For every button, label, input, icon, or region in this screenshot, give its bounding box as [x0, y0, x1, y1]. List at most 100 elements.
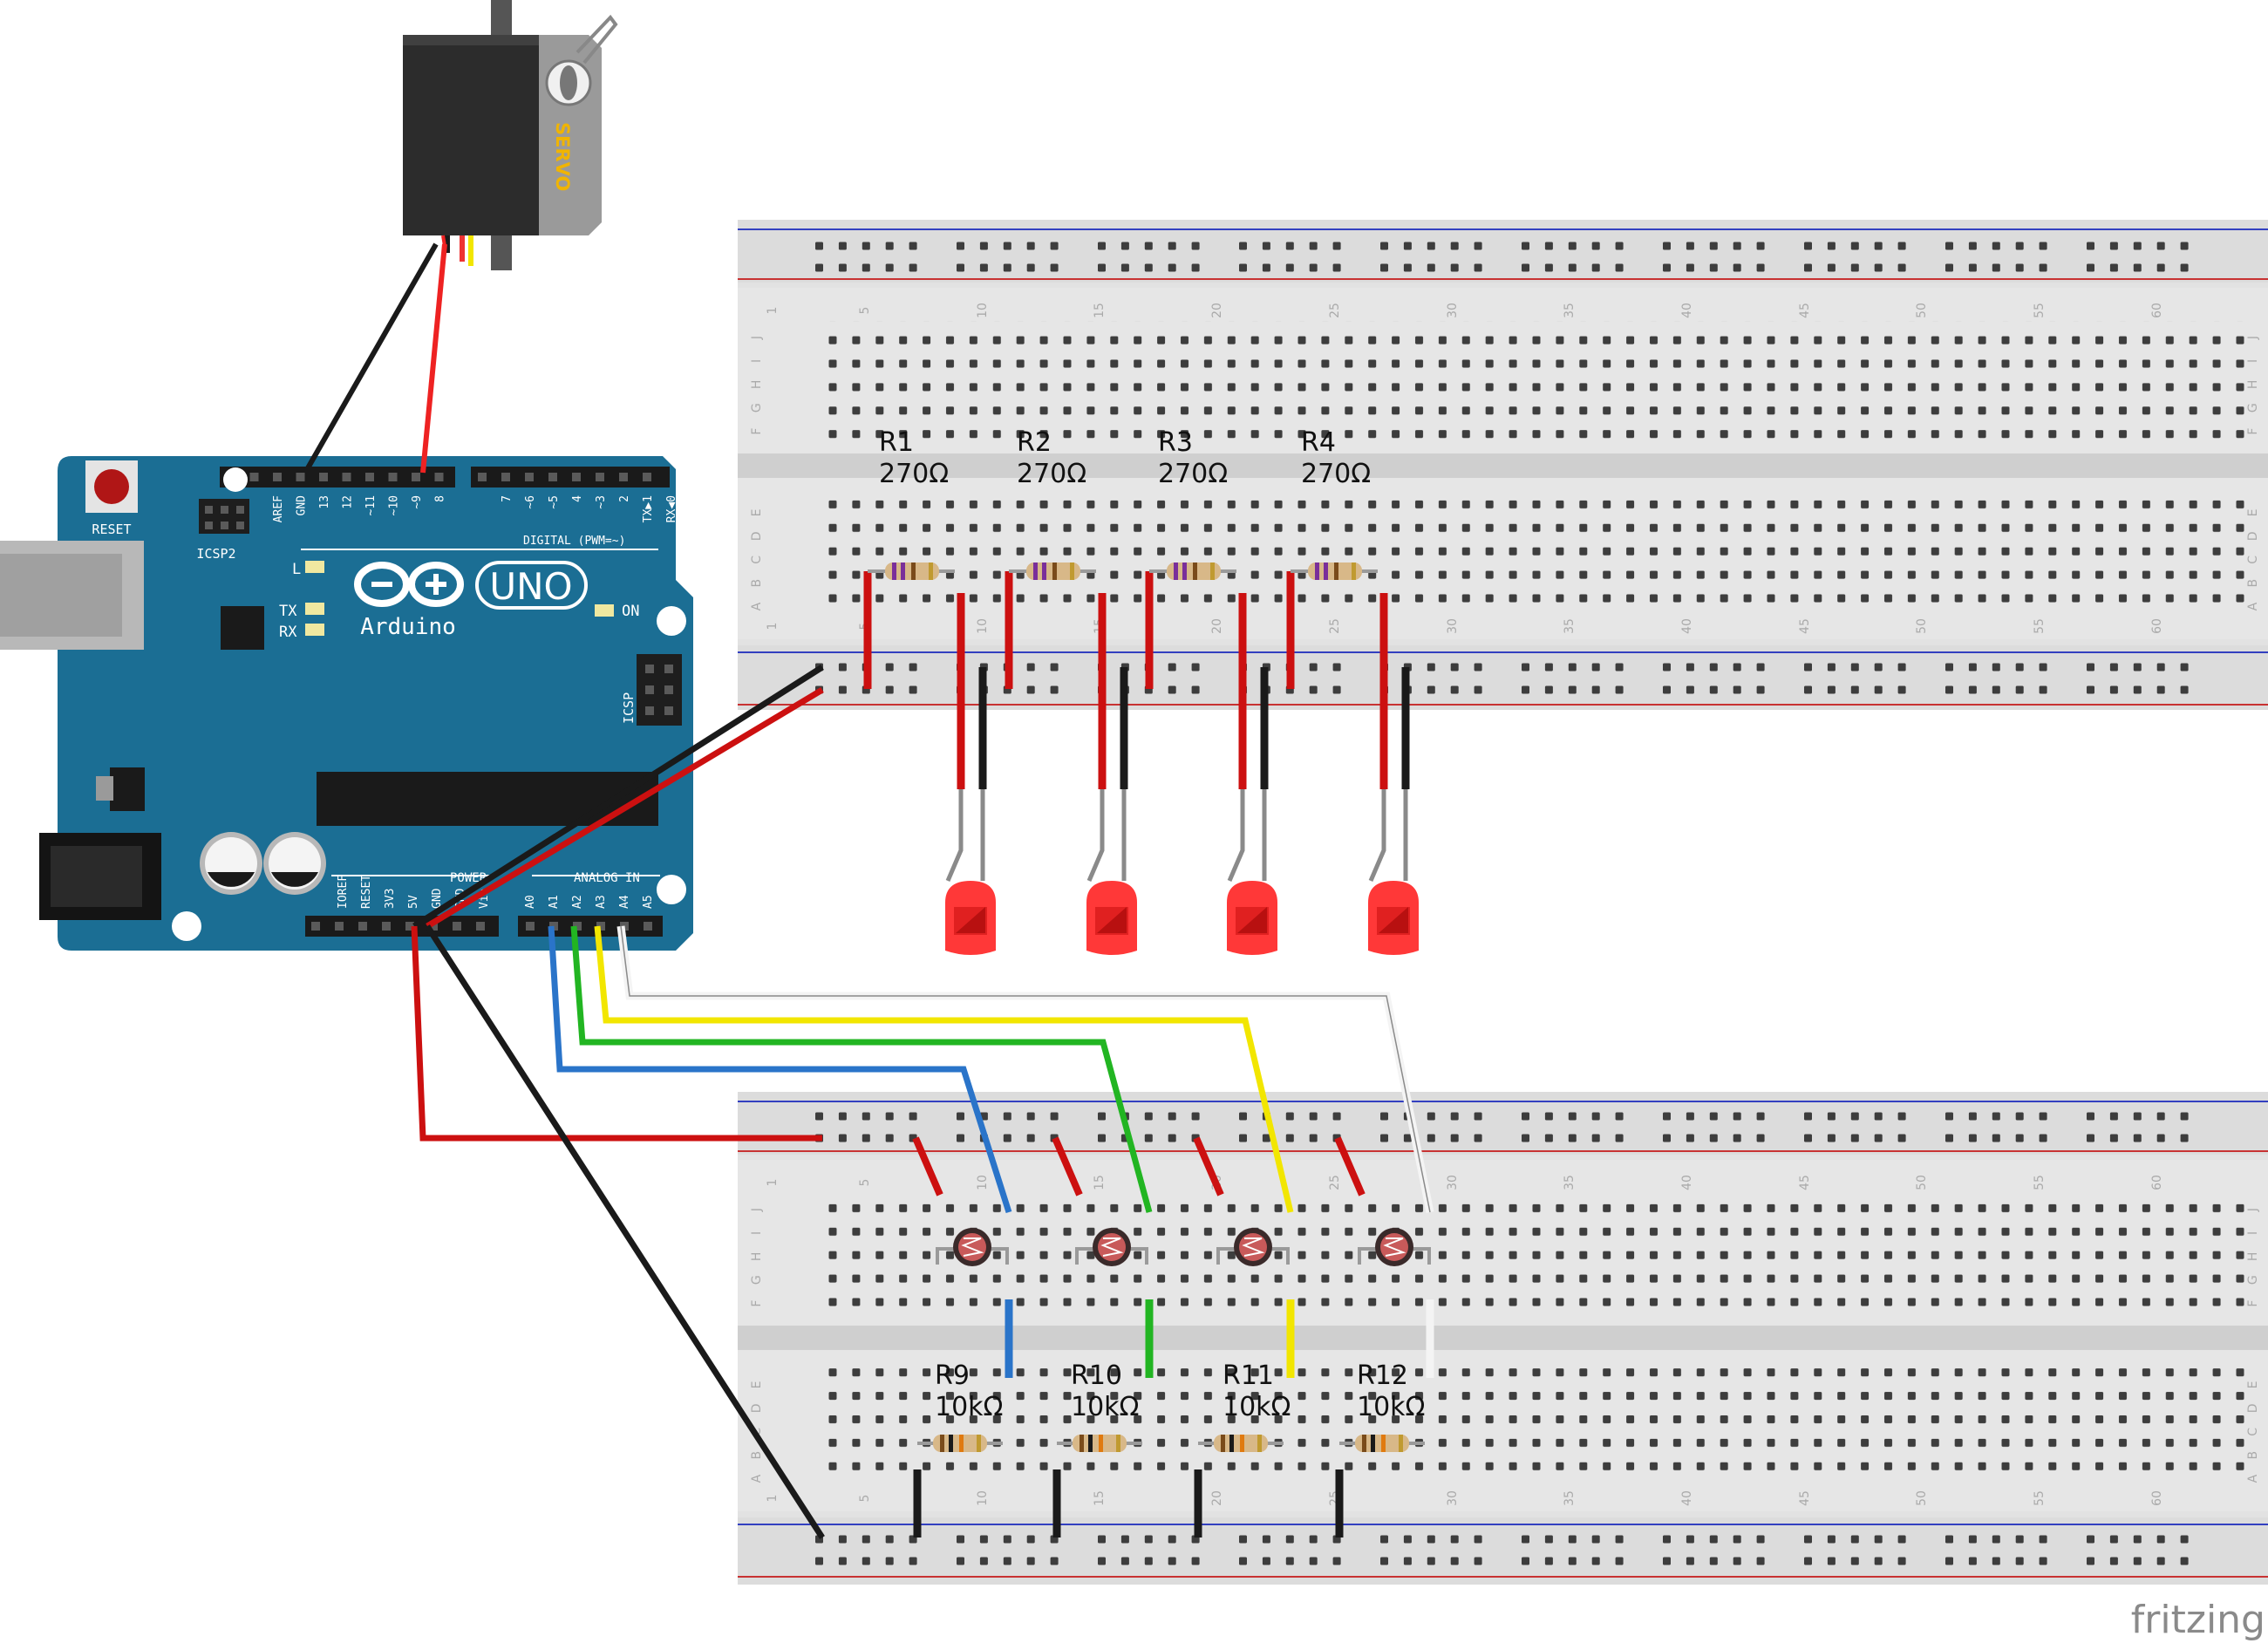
- rail-hole: [1050, 263, 1059, 272]
- column-number: 10: [976, 1490, 990, 1506]
- rail-hole: [1262, 242, 1270, 250]
- rail-hole: [1968, 1535, 1977, 1544]
- rail-hole: [1309, 263, 1318, 272]
- rail-hole: [1168, 1112, 1176, 1121]
- rail-hole: [1850, 663, 1859, 672]
- rail-hole: [1874, 1557, 1883, 1565]
- row-letter: J: [2246, 1208, 2260, 1212]
- rail-hole: [862, 1535, 870, 1544]
- rail-hole: [1474, 685, 1482, 694]
- rail-hole: [909, 242, 917, 250]
- rail-hole: [1874, 1535, 1883, 1544]
- rail-hole: [1050, 1112, 1059, 1121]
- rail-hole: [1850, 1112, 1859, 1121]
- brand-label: Arduino: [360, 614, 456, 640]
- header-power: [305, 916, 499, 937]
- column-number: 15: [1093, 1175, 1107, 1190]
- row-letter: J: [750, 1208, 764, 1212]
- column-number: 10: [976, 618, 990, 634]
- rail-hole: [1686, 1112, 1694, 1121]
- row-letter: B: [2246, 1451, 2260, 1460]
- rail-hole: [1098, 1134, 1106, 1142]
- bottom-components: [912, 1136, 1431, 1538]
- rail-hole: [1756, 1557, 1765, 1565]
- rail-hole: [2015, 242, 2024, 250]
- header-pin: [249, 473, 259, 481]
- rail-hole: [909, 1112, 917, 1121]
- header-pin: [643, 473, 651, 481]
- column-number: 15: [1093, 1490, 1107, 1506]
- rail-hole: [909, 685, 917, 694]
- rail-hole: [1615, 1557, 1624, 1565]
- rail-hole: [838, 242, 847, 250]
- pin-label: 3V3: [384, 889, 397, 909]
- rail-hole: [1522, 663, 1529, 672]
- led-l: [305, 561, 324, 573]
- pin-label: A5: [642, 895, 655, 909]
- header-pin: [645, 706, 654, 715]
- rail-hole: [2087, 1535, 2094, 1544]
- digital-label: DIGITAL (PWM=~): [523, 535, 625, 548]
- rail-hole: [2039, 242, 2047, 250]
- rail-hole: [1686, 663, 1694, 672]
- rail-hole: [2156, 263, 2165, 272]
- rail-hole: [1450, 1134, 1459, 1142]
- row-letter: D: [750, 532, 764, 542]
- rail-hole: [979, 242, 988, 250]
- column-number: 1: [766, 307, 780, 315]
- rail-hole: [1568, 1134, 1577, 1142]
- rail-hole: [1191, 685, 1200, 694]
- column-number: 5: [858, 1495, 872, 1503]
- header-pin: [296, 473, 305, 481]
- row-letter: F: [750, 1300, 764, 1307]
- wire-rail-to-ldr: [912, 1136, 943, 1197]
- wire-5v-top: [426, 686, 824, 930]
- rail-hole: [1827, 242, 1836, 250]
- header-pin: [342, 473, 351, 481]
- rail-hole: [1663, 1112, 1671, 1121]
- mounting-hole: [657, 606, 686, 636]
- rail-hole: [1733, 685, 1741, 694]
- led-leg: [1368, 789, 1386, 882]
- column-number: 60: [2150, 303, 2164, 318]
- rail-hole: [1427, 263, 1435, 272]
- header-pin: [358, 922, 367, 931]
- rail-hole: [1450, 685, 1459, 694]
- rail-hole: [2109, 263, 2118, 272]
- rail-hole: [1568, 263, 1577, 272]
- rail-hole: [1050, 663, 1059, 672]
- row-letter: D: [2246, 1404, 2260, 1414]
- wire-rail-to-ldr: [1334, 1136, 1366, 1197]
- rail-hole: [1544, 685, 1553, 694]
- rail-hole: [1191, 263, 1200, 272]
- rail-hole: [1756, 1134, 1765, 1142]
- rail-hole: [1191, 1557, 1200, 1565]
- resistor-name: R11: [1223, 1360, 1274, 1391]
- column-number: 55: [2033, 303, 2047, 318]
- rail-hole: [885, 263, 894, 272]
- rail-hole: [1120, 1535, 1129, 1544]
- rail-hole: [1168, 1134, 1176, 1142]
- rail-hole: [1522, 1535, 1529, 1544]
- rail-hole: [1686, 1535, 1694, 1544]
- rail-hole: [2109, 663, 2118, 672]
- rail-hole: [1144, 263, 1153, 272]
- rail-hole: [1144, 1112, 1153, 1121]
- row-letter: D: [2246, 532, 2260, 542]
- rail-hole: [1144, 1557, 1153, 1565]
- rail-hole: [1285, 1557, 1294, 1565]
- column-number: 35: [1563, 1490, 1577, 1506]
- center-channel: [738, 453, 2268, 478]
- rail-hole: [1591, 263, 1600, 272]
- rail-hole: [1332, 663, 1341, 672]
- rail-hole: [1663, 263, 1671, 272]
- rail-hole: [1003, 1557, 1011, 1565]
- rail-hole: [2039, 685, 2047, 694]
- rail-hole: [2133, 1557, 2142, 1565]
- rail-hole: [1450, 1535, 1459, 1544]
- rail-hole: [1897, 1134, 1906, 1142]
- row-letter: B: [750, 1451, 764, 1460]
- rail-hole: [1522, 242, 1529, 250]
